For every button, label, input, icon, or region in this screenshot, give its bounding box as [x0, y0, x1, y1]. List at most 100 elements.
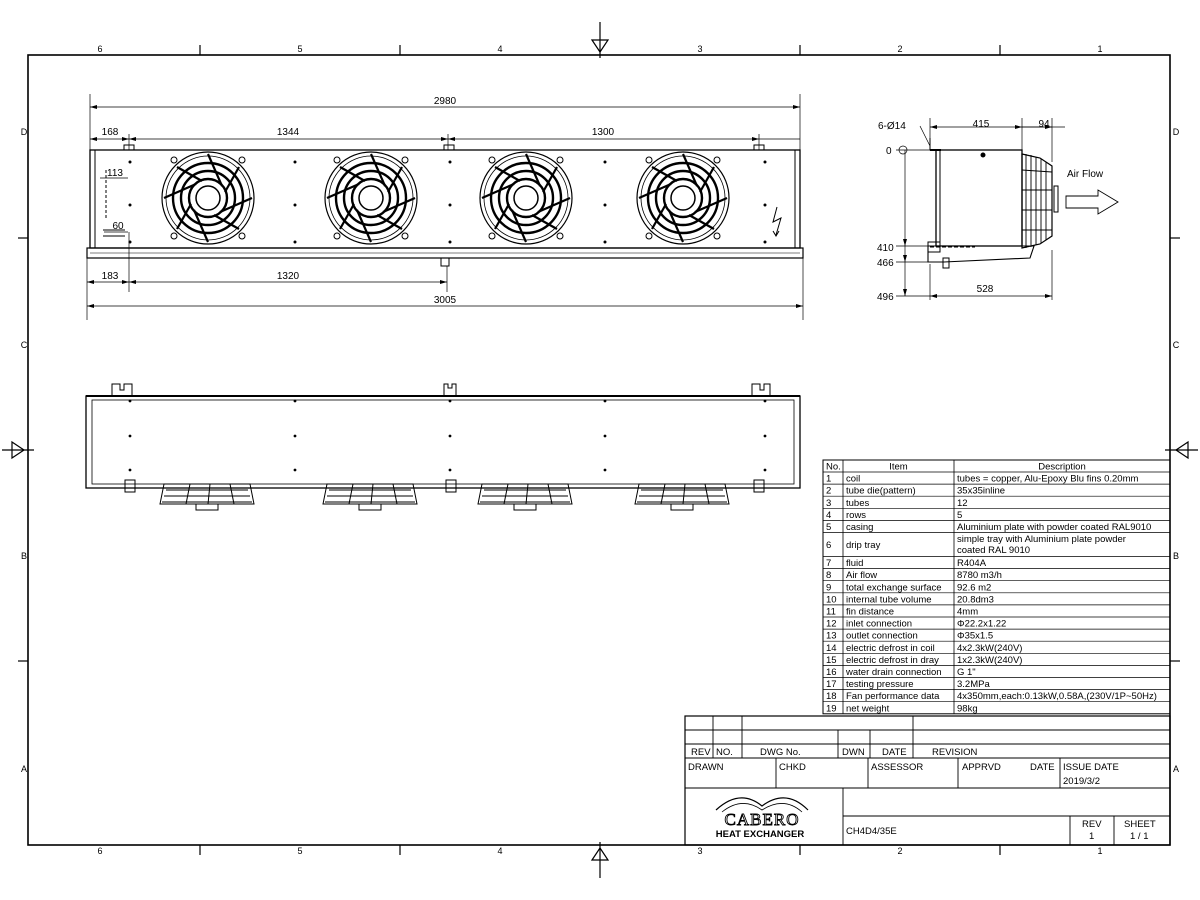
dim-113: 113	[107, 168, 123, 179]
tb-dwn: DWN	[842, 747, 865, 758]
bottom-fan-guard-3	[477, 483, 573, 511]
spec-row-description: 5	[957, 510, 962, 521]
spec-row-item: water drain connection	[845, 667, 942, 678]
dim-60: 60	[112, 221, 124, 232]
spec-row-number: 11	[826, 606, 836, 617]
spec-row-number: 4	[826, 510, 831, 521]
dim-level-0: 0	[886, 146, 892, 157]
spec-row-item: Fan performance data	[846, 691, 940, 702]
company-logo: CABERO	[715, 797, 809, 829]
spec-row-description: 8780 m3/h	[957, 570, 1002, 581]
centering-arrow-right	[1165, 440, 1198, 460]
spec-row-item: testing pressure	[846, 679, 914, 690]
side-view	[927, 138, 1059, 269]
zone-row-left: D	[21, 127, 28, 137]
zone-col-bottom: 6	[97, 846, 102, 856]
spec-row-item: net weight	[846, 703, 890, 714]
spec-row-description: 35x35inline	[957, 486, 1005, 497]
spec-row-number: 5	[826, 522, 831, 533]
bottom-fan-guard-2	[322, 483, 418, 511]
tb-rev-value: 1	[1089, 831, 1094, 842]
spec-row-item: internal tube volume	[846, 594, 932, 605]
front-view	[86, 144, 804, 267]
spec-row-description: 4mm	[957, 606, 978, 617]
tb-apprvd: APPRVD	[962, 762, 1001, 773]
zone-row-right: C	[1173, 340, 1180, 350]
zone-col-top: 2	[897, 44, 902, 54]
spec-row-item: electric defrost in dray	[846, 655, 939, 666]
spec-row-item: casing	[846, 522, 873, 533]
zone-col-top: 6	[97, 44, 102, 54]
zone-row-left: A	[21, 764, 27, 774]
spec-row-item: inlet connection	[846, 619, 912, 630]
tb-issue-date-value: 2019/3/2	[1063, 776, 1100, 787]
company-name: HEAT EXCHANGER	[716, 829, 805, 840]
dim-1300: 1300	[592, 127, 615, 138]
spec-row-number: 10	[826, 594, 837, 605]
spec-row-item: fluid	[846, 558, 863, 569]
spec-row-item: rows	[846, 510, 866, 521]
air-flow-arrow-icon	[1065, 189, 1119, 215]
spec-row-item: fin distance	[846, 606, 894, 617]
tb-issue-date: ISSUE DATE	[1063, 762, 1119, 773]
dim-overall-width-top: 2980	[434, 96, 457, 107]
spec-header: Description	[1038, 462, 1086, 473]
tb-rev: REV	[691, 747, 711, 758]
dim-1320: 1320	[277, 271, 300, 282]
spec-row-number: 6	[826, 540, 831, 551]
spec-row-description: 1x2.3kW(240V)	[957, 655, 1022, 666]
dim-level-496: 496	[877, 292, 894, 303]
spec-header: No.	[826, 462, 841, 473]
spec-row-description: 98kg	[957, 703, 978, 714]
zone-col-bottom: 3	[697, 846, 702, 856]
fan-3	[479, 151, 573, 245]
zone-row-right: B	[1173, 551, 1179, 561]
dim-1344: 1344	[277, 127, 300, 138]
zone-labels: 6 5 4 3 2 1 6 5 4 3 2 1 D C B A D C B A	[21, 44, 1180, 856]
dim-level-410: 410	[877, 243, 894, 254]
dim-168: 168	[102, 127, 119, 138]
spec-row-item: total exchange surface	[846, 582, 942, 593]
spec-row-number: 14	[826, 643, 837, 654]
centering-arrow-top	[590, 22, 610, 58]
zone-col-bottom: 1	[1097, 846, 1102, 856]
air-flow-label: Air Flow	[1067, 169, 1104, 180]
dim-overall-width-bottom: 3005	[434, 295, 457, 306]
spec-row-description: Aluminium plate with powder coated RAL90…	[957, 522, 1151, 533]
dim-level-466: 466	[877, 258, 894, 269]
spec-row-item: electric defrost in coil	[846, 643, 935, 654]
spec-row-number: 3	[826, 498, 831, 509]
spec-row-number: 13	[826, 631, 837, 642]
tb-sheet-label: SHEET	[1124, 819, 1156, 830]
tb-drawn: DRAWN	[688, 762, 724, 773]
bottom-view	[85, 383, 801, 511]
spec-row-item: drip tray	[846, 540, 881, 551]
spec-row-description: Φ22.2x1.22	[957, 619, 1006, 630]
dim-528: 528	[977, 284, 994, 295]
spec-row-description: 4x2.3kW(240V)	[957, 643, 1022, 654]
logo-text: CABERO	[725, 810, 800, 829]
bottom-fan-guard-4	[634, 483, 730, 511]
title-block	[684, 715, 1171, 846]
spec-row-description: R404A	[957, 558, 987, 569]
side-view-dimensions	[896, 118, 1065, 300]
tb-date: DATE	[882, 747, 907, 758]
fan-1	[161, 151, 255, 245]
tb-dwg-no: DWG No.	[760, 747, 801, 758]
spec-row-description: 20.8dm3	[957, 594, 994, 605]
spec-row-number: 15	[826, 655, 837, 666]
bottom-fan-guard-1	[159, 483, 255, 511]
spec-row-item: Air flow	[846, 570, 877, 581]
zone-row-right: A	[1173, 764, 1179, 774]
dim-holes: 6-Ø14	[878, 121, 906, 132]
spec-row-number: 17	[826, 679, 837, 690]
spec-row-description: G 1"	[957, 667, 976, 678]
zone-col-top: 5	[297, 44, 302, 54]
zone-row-left: B	[21, 551, 27, 561]
spec-row-description: 4x350mm,each:0.13kW,0.58A,(230V/1P~50Hz)	[957, 691, 1157, 702]
spec-row-number: 18	[826, 691, 837, 702]
zone-col-top: 1	[1097, 44, 1102, 54]
spec-row-description: 12	[957, 498, 968, 509]
